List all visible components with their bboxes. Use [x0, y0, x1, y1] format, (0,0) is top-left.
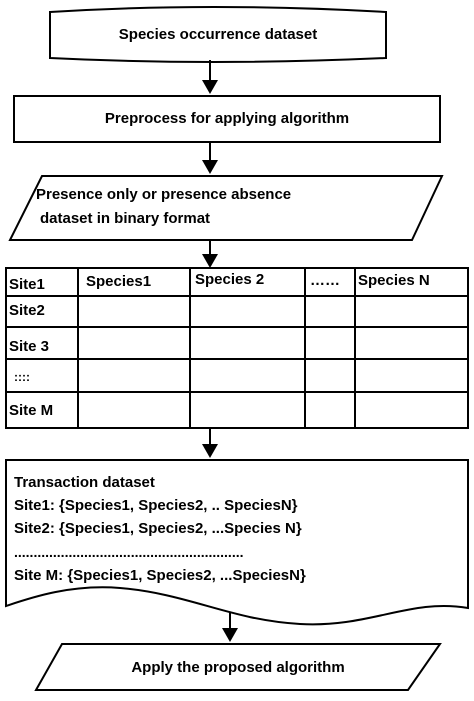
binary-node-label-line1: Presence only or presence absence: [36, 186, 292, 203]
arrow-1: [202, 60, 218, 94]
dataset-node-shape: [49, 6, 387, 63]
arrow-5: [222, 612, 238, 642]
arrow-4: [202, 428, 218, 458]
preprocess-node-shape: [13, 95, 441, 143]
arrow-2: [202, 142, 218, 174]
transaction-line: Site2: {Species1, Species2, ...Species N…: [14, 520, 302, 537]
binary-node-label-line2: dataset in binary format: [40, 210, 211, 227]
matrix-column-header: ……: [310, 272, 340, 289]
matrix-column-header: Species N: [358, 272, 430, 289]
arrow-3: [202, 240, 218, 268]
binary-node-shape: [8, 175, 444, 241]
matrix-column-header: Species1: [86, 273, 152, 290]
matrix-row-header: Site 3: [9, 338, 50, 355]
transaction-line: ........................................…: [14, 544, 244, 560]
matrix-column-header: Species 2: [195, 271, 265, 288]
transaction-line: Site M: {Species1, Species2, ...SpeciesN…: [14, 567, 306, 584]
transaction-title: Transaction dataset: [14, 474, 155, 491]
matrix-row-header: Site2: [9, 302, 45, 319]
preprocess-node-label: Preprocess for applying algorithm: [104, 110, 350, 127]
matrix-row-header: ::::: [14, 370, 30, 384]
matrix-row-header: Site M: [9, 402, 54, 419]
apply-node-label: Apply the proposed algorithm: [131, 659, 345, 676]
matrix-row-header: Site1: [9, 276, 45, 293]
transaction-line: Site1: {Species1, Species2, .. SpeciesN}: [14, 497, 298, 514]
apply-node-shape: [34, 643, 442, 691]
transaction-node-shape: [5, 459, 469, 626]
site-species-matrix: [5, 267, 469, 429]
dataset-node-label: Species occurrence dataset: [118, 26, 318, 43]
